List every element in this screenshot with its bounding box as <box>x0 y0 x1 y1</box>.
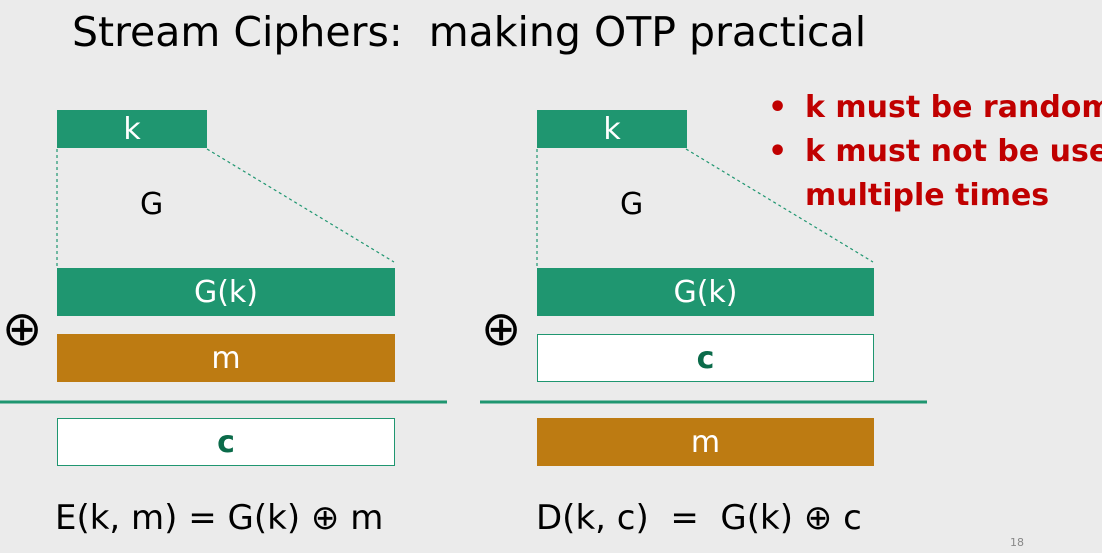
bullet-item: • k must not be used <box>768 130 1102 174</box>
dec-right-dashed-line <box>685 148 874 263</box>
enc-generator-label: G <box>140 187 164 222</box>
bullet-text: k must be random <box>805 90 1102 125</box>
dec-xor-icon: ⊕ <box>481 301 522 357</box>
requirements-list: • k must be random • k must not be used … <box>768 86 1102 218</box>
enc-xor-icon: ⊕ <box>2 301 43 357</box>
dec-key-bar: k <box>537 110 687 148</box>
dec-generator-label: G <box>620 187 644 222</box>
bullet-marker: • <box>768 134 788 169</box>
dec-formula: D(k, c) = G(k) ⊕ c <box>536 498 862 538</box>
dec-message-bar: m <box>537 418 874 466</box>
enc-ciphertext-bar: c <box>57 418 395 466</box>
enc-formula: E(k, m) = G(k) ⊕ m <box>55 498 384 538</box>
enc-message-bar: m <box>57 334 395 382</box>
bullet-text: k must not be used <box>805 134 1102 169</box>
bullet-continuation: multiple times <box>805 178 1050 213</box>
bullet-item: • k must be random <box>768 86 1102 130</box>
dec-ciphertext-bar: c <box>537 334 874 382</box>
enc-keystream-bar: G(k) <box>57 268 395 316</box>
dec-keystream-bar: G(k) <box>537 268 874 316</box>
enc-right-dashed-line <box>206 148 395 263</box>
slide-title: Stream Ciphers: making OTP practical <box>72 8 867 56</box>
enc-key-bar: k <box>57 110 207 148</box>
bullet-marker: • <box>768 90 788 125</box>
page-number: 18 <box>1010 536 1024 549</box>
